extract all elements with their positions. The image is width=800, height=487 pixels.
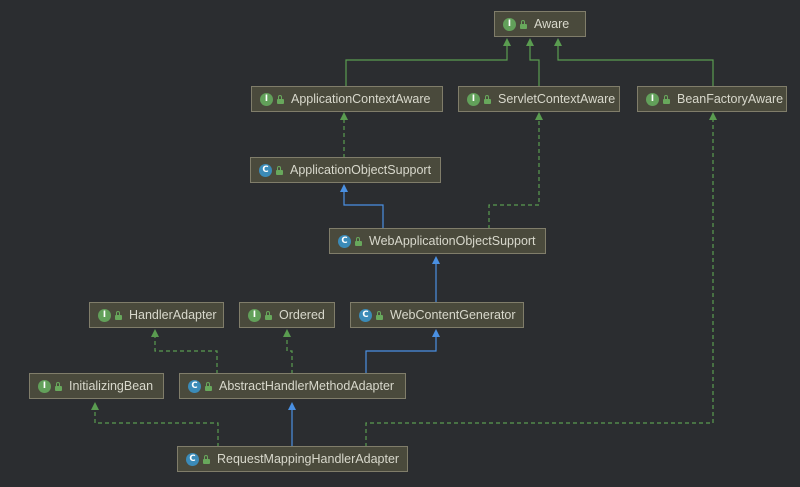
public-lock-icon [663,94,671,104]
class-badge-icon: C [188,379,201,393]
node-label: AbstractHandlerMethodAdapter [219,378,395,393]
node-label: ApplicationContextAware [291,91,431,106]
node-label: Aware [534,16,570,31]
public-lock-icon [55,381,63,391]
node-label: HandlerAdapter [129,307,217,322]
interface-badge-icon: I [260,92,273,106]
public-lock-icon [520,19,528,29]
interface-badge-icon: I [467,92,480,106]
public-lock-icon [265,310,273,320]
class-badge-icon: C [186,452,199,466]
node-label: InitializingBean [69,378,154,393]
node-application-context-aware[interactable]: I ApplicationContextAware [251,86,443,112]
public-lock-icon [115,310,123,320]
public-lock-icon [484,94,492,104]
node-abstract-handler-method-adapter[interactable]: C AbstractHandlerMethodAdapter [179,373,406,399]
node-web-content-generator[interactable]: C WebContentGenerator [350,302,524,328]
node-label: Ordered [279,307,325,322]
public-lock-icon [355,236,363,246]
node-label: ServletContextAware [498,91,616,106]
class-badge-icon: C [259,163,272,177]
edge-request-mapping-handler-adapter-to-initializing-bean [91,402,219,447]
public-lock-icon [277,94,285,104]
edge-abstract-handler-method-adapter-to-handler-adapter [151,329,218,374]
node-aware[interactable]: I Aware [494,11,586,37]
public-lock-icon [205,381,213,391]
interface-badge-icon: I [503,17,516,31]
node-ordered[interactable]: I Ordered [239,302,335,328]
interface-badge-icon: I [98,308,111,322]
edge-web-content-generator-to-web-application-object-support [432,256,440,302]
edge-request-mapping-handler-adapter-to-abstract-handler-method-adapter [288,402,296,447]
node-web-application-object-support[interactable]: C WebApplicationObjectSupport [329,228,546,254]
node-application-object-support[interactable]: C ApplicationObjectSupport [250,157,441,183]
node-servlet-context-aware[interactable]: I ServletContextAware [458,86,620,112]
edge-servlet-context-aware-to-aware [526,38,540,87]
node-label: WebContentGenerator [390,307,516,322]
public-lock-icon [203,454,211,464]
edge-application-context-aware-to-aware [345,38,511,87]
node-label: BeanFactoryAware [677,91,784,106]
class-badge-icon: C [359,308,372,322]
node-label: WebApplicationObjectSupport [369,233,536,248]
edge-bean-factory-aware-to-aware [554,38,714,87]
node-label: ApplicationObjectSupport [290,162,432,177]
node-initializing-bean[interactable]: I InitializingBean [29,373,164,399]
interface-badge-icon: I [38,379,51,393]
interface-badge-icon: I [248,308,261,322]
edge-request-mapping-handler-adapter-to-bean-factory-aware [365,112,717,447]
class-badge-icon: C [338,234,351,248]
edge-abstract-handler-method-adapter-to-web-content-generator [365,329,440,374]
edge-abstract-handler-method-adapter-to-ordered [283,329,293,374]
interface-badge-icon: I [646,92,659,106]
node-request-mapping-handler-adapter[interactable]: C RequestMappingHandlerAdapter [177,446,408,472]
node-label: RequestMappingHandlerAdapter [217,451,400,466]
public-lock-icon [276,165,284,175]
public-lock-icon [376,310,384,320]
node-handler-adapter[interactable]: I HandlerAdapter [89,302,224,328]
edge-web-application-object-support-to-application-object-support [340,184,384,229]
edge-web-application-object-support-to-servlet-context-aware [488,112,543,229]
edge-application-object-support-to-application-context-aware [340,112,348,158]
node-bean-factory-aware[interactable]: I BeanFactoryAware [637,86,787,112]
